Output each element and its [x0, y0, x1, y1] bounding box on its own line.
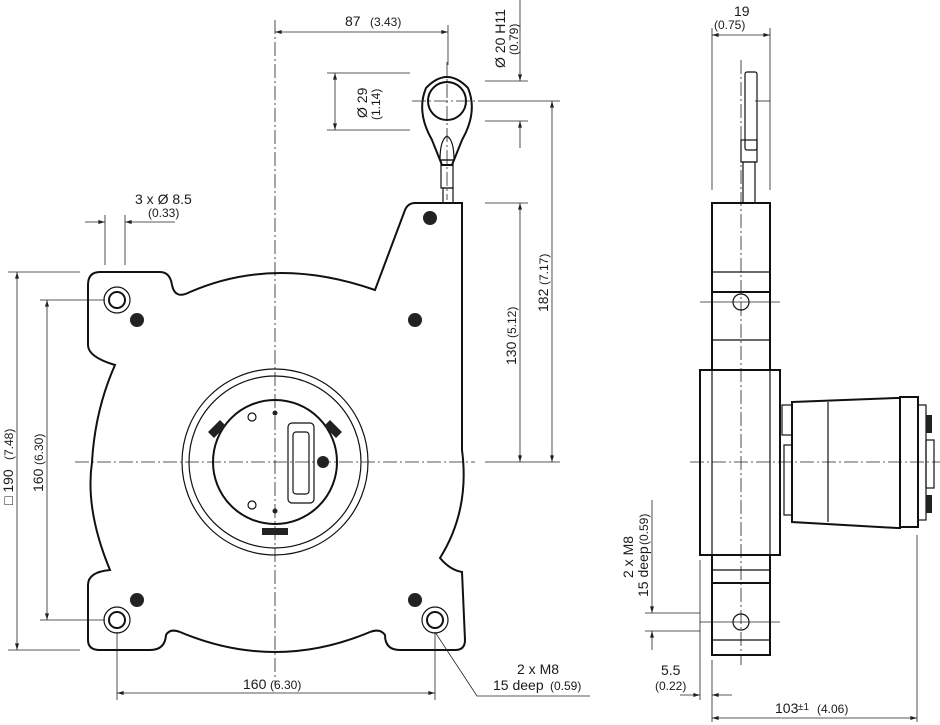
housing-outline [87, 202, 467, 653]
cable-eye [412, 62, 485, 204]
upper-block [700, 202, 780, 371]
svg-text:15 deep: 15 deep [635, 546, 651, 597]
dimension-160-vertical: 160 (6.30) [30, 299, 105, 621]
dimension-87: 87 (3.43) [275, 13, 449, 65]
drum-housing [699, 369, 781, 556]
dimension-hole-diameter: 3 x Ø 8.5 (0.33) [85, 191, 192, 265]
svg-text:182: 182 [535, 288, 551, 312]
svg-text:2 x M8: 2 x M8 [517, 661, 559, 677]
svg-text:103: 103 [775, 700, 799, 716]
svg-text:(3.43): (3.43) [370, 15, 401, 29]
svg-text:(6.30): (6.30) [270, 678, 301, 692]
svg-text:±1: ±1 [798, 702, 809, 713]
thread-callout-front: 2 x M8 15 deep (0.59) [434, 631, 590, 697]
dimension-160-horizontal: 160 (6.30) [116, 632, 436, 700]
svg-text:(0.75): (0.75) [714, 18, 745, 32]
encoder-flange [181, 368, 369, 556]
svg-text:(4.06): (4.06) [817, 702, 848, 716]
svg-text:(1.14): (1.14) [369, 89, 383, 120]
svg-text:(7.48): (7.48) [2, 429, 16, 460]
svg-text:(0.59): (0.59) [637, 514, 651, 545]
dimension-eye-bore: Ø 20 H11 (0.79) [485, 0, 528, 148]
dimension-5-5: 5.5 (0.22) [655, 560, 732, 722]
dimension-19: 19 (0.75) [711, 3, 771, 190]
dimension-103: 103 ±1 (4.06) [712, 535, 918, 722]
cable-eye-side [744, 71, 758, 151]
svg-text:3 x Ø 8.5: 3 x Ø 8.5 [135, 191, 192, 207]
svg-text:2 x M8: 2 x M8 [620, 536, 636, 578]
lower-block [700, 554, 780, 656]
svg-text:5.5: 5.5 [661, 662, 681, 678]
svg-text:15 deep: 15 deep [493, 677, 544, 693]
svg-text:(6.30): (6.30) [32, 434, 46, 465]
front-view: 87 (3.43) Ø 20 H11 (0.79) Ø 29 (1.14) 18… [0, 0, 590, 700]
svg-text:19: 19 [734, 3, 750, 19]
svg-text:(0.79): (0.79) [507, 24, 521, 55]
encoder-body [781, 396, 935, 529]
dimension-eye-outer: Ø 29 (1.14) [327, 72, 410, 131]
svg-text:(0.33): (0.33) [148, 206, 179, 220]
svg-text:(7.17): (7.17) [537, 254, 551, 285]
svg-text:160: 160 [243, 676, 267, 692]
svg-text:87: 87 [345, 13, 361, 29]
svg-text:(5.12): (5.12) [505, 307, 519, 338]
svg-text:□ 190: □ 190 [0, 469, 16, 505]
mounting-hole-bottom-left [103, 606, 131, 634]
side-view: 19 (0.75) 2 x M8 15 deep (0.59) 5.5 (0.2… [620, 3, 940, 722]
dimension-190: □ 190 (7.48) [0, 271, 80, 651]
screw-icons [130, 211, 437, 607]
svg-text:Ø 29: Ø 29 [354, 87, 370, 118]
mounting-hole-top-left [103, 286, 131, 314]
svg-text:160: 160 [30, 468, 46, 492]
dimension-130: 130 (5.12) [485, 202, 528, 462]
thread-callout-side: 2 x M8 15 deep (0.59) [620, 500, 700, 650]
svg-text:(0.22): (0.22) [655, 679, 686, 693]
svg-text:Ø 20 H11: Ø 20 H11 [492, 9, 508, 68]
mounting-hole-bottom-right [421, 606, 449, 634]
dimension-182: 182 (7.17) [485, 100, 560, 463]
svg-text:(0.59): (0.59) [550, 679, 581, 693]
svg-text:130: 130 [503, 341, 519, 365]
